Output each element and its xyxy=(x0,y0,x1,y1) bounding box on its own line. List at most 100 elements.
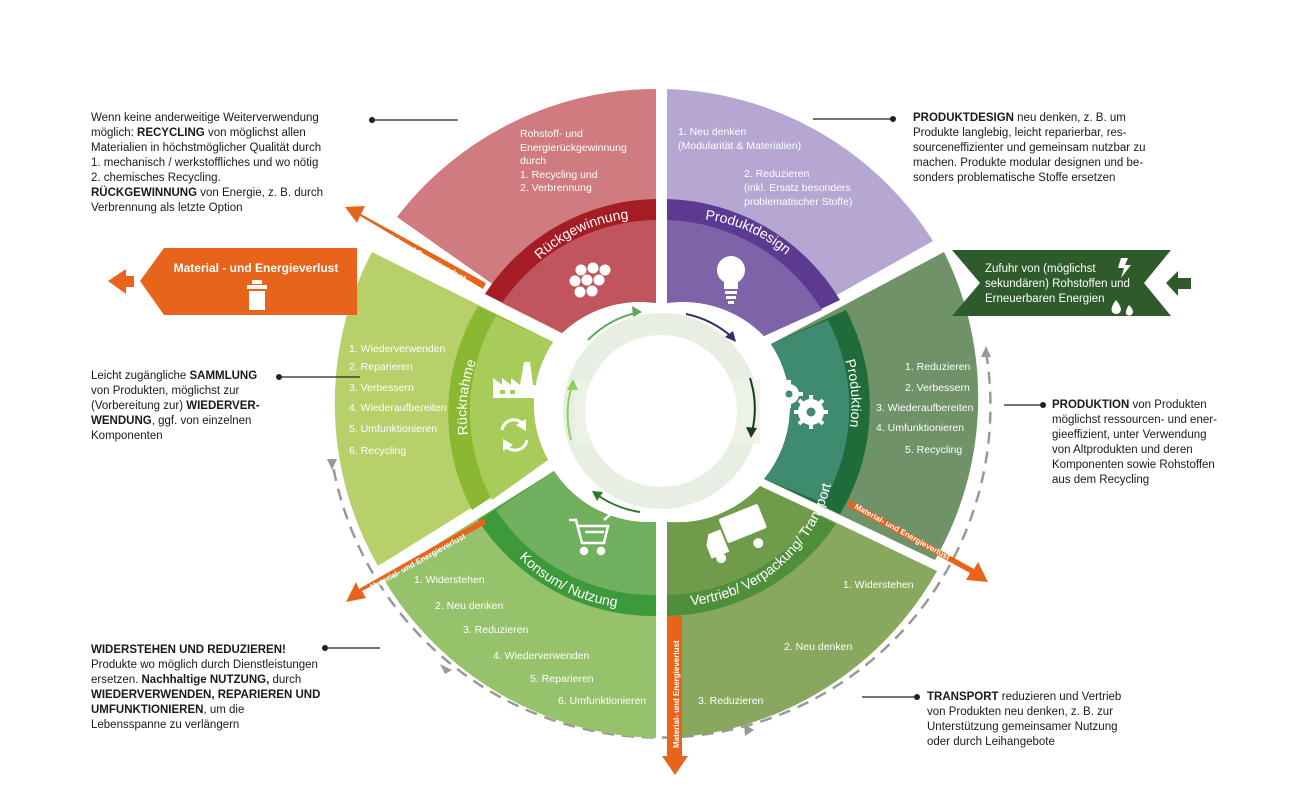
segment-step: 3. Verbessern xyxy=(349,382,414,394)
loss-arrow-bottom: Material- und Energieverlust xyxy=(662,616,688,775)
note-line: gieeffizient, unter Verwendung xyxy=(1052,429,1207,441)
supply-banner-line: sekundären) Rohstoffen und xyxy=(985,278,1130,290)
note-line: WIEDERVERWENDEN, REPARIEREN UND xyxy=(91,689,321,701)
segment-vertrieb-steps: 1. Widerstehen 2. Neu denken 3. Reduzier… xyxy=(698,579,914,707)
note-line: von Produkten, möglichst zur xyxy=(91,385,240,397)
truck-icon xyxy=(706,504,767,564)
segment-step: 1. Widerstehen xyxy=(414,574,485,586)
lightning-icon xyxy=(1118,258,1131,278)
recycle-arrows-icon xyxy=(500,418,529,452)
note-line: Komponenten sowie Rohstoffen xyxy=(1052,459,1215,471)
note-recycling: Wenn keine anderweitige Weiterverwendung… xyxy=(91,111,361,216)
note-line: machen. Produkte modular designen und be… xyxy=(913,157,1144,169)
water-drops-icon xyxy=(1111,300,1133,316)
note-sammlung: Leicht zugängliche SAMMLUNG von Produkte… xyxy=(91,369,281,444)
segment-step: 2. Reparieren xyxy=(349,361,413,373)
segment-step: 1. Widerstehen xyxy=(843,579,914,591)
segment-step: 4. Wiederverwenden xyxy=(493,650,589,662)
segment-step: 3. Reduzieren xyxy=(463,624,529,636)
segment-step: 6. Umfunktionieren xyxy=(558,695,646,707)
segment-step: 2. Verbessern xyxy=(905,382,970,394)
note-line: (Vorbereitung zur) WIEDERVER- xyxy=(91,400,260,412)
segment-step: 2. Neu denken xyxy=(435,600,503,612)
note-line: PRODUKTION von Produkten xyxy=(1052,399,1207,411)
loss-arrow-label: Material- und Energieverlust xyxy=(672,640,681,748)
segment-konsum-steps: 1. Widerstehen 2. Neu denken 3. Reduzier… xyxy=(414,574,646,707)
supply-banner: Zufuhr von (möglichst sekundären) Rohsto… xyxy=(952,250,1191,316)
note-line: WIDERSTEHEN UND REDUZIEREN! xyxy=(91,644,286,656)
note-line: UMFUNKTIONIEREN, um die xyxy=(91,704,245,716)
segment-step: 3. Reduzieren xyxy=(698,695,764,707)
cart-icon xyxy=(569,512,613,556)
leader-dot xyxy=(914,694,920,700)
segment-step: 1. Wiederverwenden xyxy=(349,343,445,355)
leader-dot xyxy=(1040,402,1046,408)
loop-arrowhead xyxy=(440,664,452,674)
cycle-arrow-head xyxy=(632,306,642,317)
loop-arrowhead xyxy=(744,724,754,736)
loss-banner: Material - und Energieverlust xyxy=(108,248,357,315)
note-line: Verbrennung als letzte Option xyxy=(91,202,243,214)
segment-step: problematischer Stoffe) xyxy=(744,196,852,208)
molecules-icon xyxy=(569,262,611,298)
note-line: möglichst ressourcen- und ener- xyxy=(1052,414,1217,426)
note-line: Materialien in höchstmöglicher Qualität … xyxy=(91,142,322,154)
supply-banner-line: Erneuerbaren Energien xyxy=(985,293,1105,305)
factory-icon xyxy=(493,362,536,398)
cycle-arrow-head xyxy=(567,379,578,390)
segment-step: 2. Verbrennung xyxy=(520,182,592,194)
note-produktion: PRODUKTION von Produkten möglichst resso… xyxy=(1052,398,1252,488)
note-line: Produkte wo möglich durch Dienstleistung… xyxy=(91,659,318,671)
center-hub xyxy=(585,335,737,487)
note-line: ersetzen. Nachhaltige NUTZUNG, durch xyxy=(91,674,302,686)
note-line: möglich: RECYCLING von möglichst allen xyxy=(91,127,306,139)
gears-icon xyxy=(775,380,828,429)
segment-step: 5. Reparieren xyxy=(530,673,594,685)
loop-arrowhead xyxy=(981,346,991,357)
segment-step: 5. Umfunktionieren xyxy=(349,423,437,435)
note-line: 2. chemisches Recycling. xyxy=(91,172,221,184)
note-line: PRODUKTDESIGN neu denken, z. B. um xyxy=(913,112,1126,124)
dashed-cycle-loop xyxy=(330,351,992,739)
note-produktdesign: PRODUKTDESIGN neu denken, z. B. um Produ… xyxy=(913,111,1183,186)
segment-step: 2. Reduzieren xyxy=(744,168,810,180)
segment-step: durch xyxy=(520,155,546,167)
note-line: sonders problematische Stoffe ersetzen xyxy=(913,172,1116,184)
note-line: Produkte langlebig, leicht reparierbar, … xyxy=(913,127,1127,139)
note-line: Komponenten xyxy=(91,430,163,442)
inner-rueckgewinnung xyxy=(502,220,656,333)
leader-dot xyxy=(369,117,375,123)
note-line: Leicht zugängliche SAMMLUNG xyxy=(91,370,258,382)
note-line: Wenn keine anderweitige Weiterverwendung xyxy=(91,112,319,124)
note-line: Unterstützung gemeinsamer Nutzung xyxy=(927,721,1118,733)
note-widerstehen: WIDERSTEHEN UND REDUZIEREN! Produkte wo … xyxy=(91,643,351,733)
segment-step: 1. Neu denken xyxy=(678,126,746,138)
trash-bin-icon xyxy=(247,280,267,310)
segment-step: 3. Wiederaufbereiten xyxy=(876,402,974,414)
note-line: Lebensspanne zu verlängern xyxy=(91,719,240,731)
segment-step: 4. Umfunktionieren xyxy=(876,422,964,434)
segment-step: Energierückgewinnung xyxy=(520,142,627,154)
inner-produktdesign xyxy=(667,220,822,336)
segment-step: 2. Neu denken xyxy=(784,641,852,653)
segment-step: 5. Recycling xyxy=(905,444,962,456)
note-line: TRANSPORT reduzieren und Vertrieb xyxy=(927,691,1122,703)
note-line: 1. mechanisch / werkstoffliches und wo n… xyxy=(91,157,319,169)
segment-produktdesign-steps: 1. Neu denken (Modularität & Materialien… xyxy=(678,126,852,208)
inner-ruecknahme xyxy=(469,316,553,500)
leader-dot xyxy=(276,374,282,380)
segment-step: 6. Recycling xyxy=(349,445,406,457)
note-line: von Altprodukten und deren xyxy=(1052,444,1193,456)
note-line: von Produkten neu denken, z. B. zur xyxy=(927,706,1114,718)
loop-arrowhead xyxy=(327,459,337,470)
note-line: oder durch Leihangebote xyxy=(927,736,1055,748)
segment-step: 1. Reduzieren xyxy=(905,361,971,373)
inner-vertrieb xyxy=(667,486,818,595)
cycle-arrow-head xyxy=(746,427,757,438)
note-line: aus dem Recycling xyxy=(1052,474,1150,486)
leader-dot xyxy=(322,645,328,651)
segment-step: 4. Wiederaufbereiten xyxy=(349,402,447,414)
loss-banner-label: Material - und Energieverlust xyxy=(174,261,339,275)
note-line: RÜCKGEWINNUNG von Energie, z. B. durch xyxy=(91,187,323,199)
